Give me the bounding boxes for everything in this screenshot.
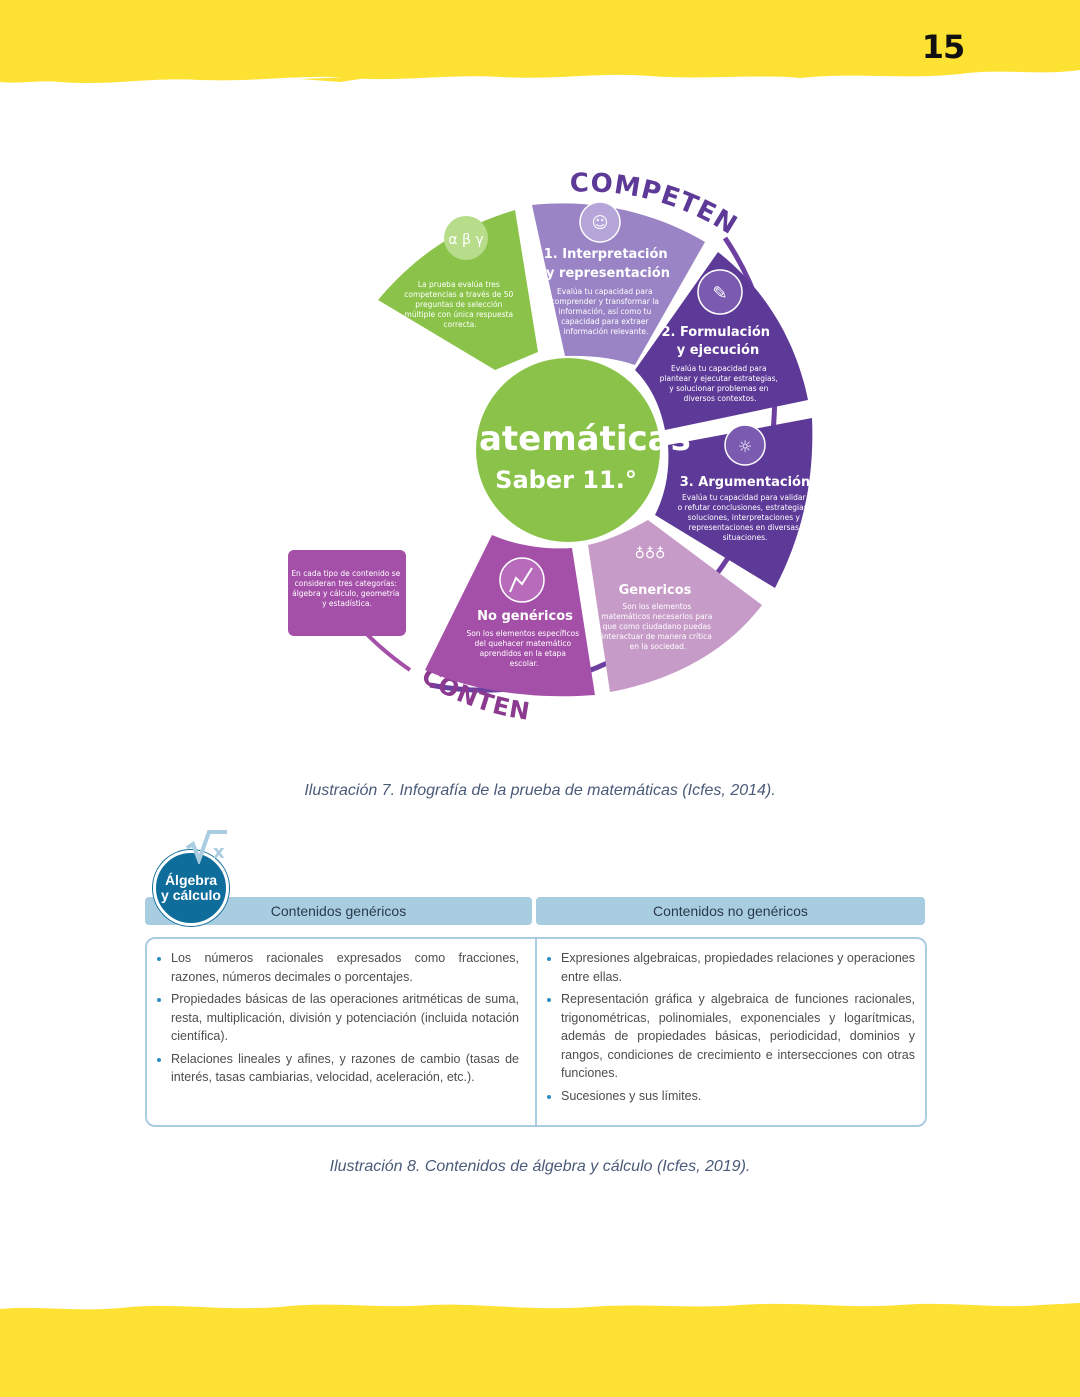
segment-2-icon-circle: [697, 269, 743, 315]
svg-text:x: x: [213, 842, 225, 863]
generic-contents-list: Los números racionales expresados como f…: [157, 949, 519, 1091]
list-item: Expresiones algebraicas, propiedades rel…: [561, 949, 915, 986]
intro-text: La prueba evalúa tres competencias a tra…: [404, 280, 515, 329]
contents-box: Los números racionales expresados como f…: [145, 937, 927, 1127]
segment-genericos: [588, 520, 762, 692]
segment-2-desc: Evalúa tu capacidad para plantear y ejec…: [660, 364, 781, 403]
center-title: Matemáticas: [445, 419, 691, 459]
list-item: Representación gráfica y algebraica de f…: [561, 990, 915, 1083]
person-thought-icon: ☺: [592, 213, 609, 232]
segment-1-title: 1. Interpretación y representación: [544, 247, 672, 281]
segment-5-title: No genéricos: [477, 609, 573, 624]
letters-icon: α β γ: [448, 232, 483, 248]
top-yellow-band: [0, 0, 1080, 84]
segment-4-desc: Son los elementos matemáticos necesarios…: [601, 602, 714, 651]
list-item: Relaciones lineales y afines, y razones …: [171, 1050, 519, 1087]
segment-5-icon-circle: [499, 557, 545, 603]
segment-2-title: 2. Formulación y ejecución: [661, 325, 774, 358]
caption-illustration-8: Ilustración 8. Contenidos de álgebra y c…: [329, 1158, 751, 1175]
apples-icon: ♁♁♁: [635, 546, 666, 562]
pencil-writing-icon: ✎: [712, 283, 727, 304]
segment-5-desc: Son los elementos específicos del quehac…: [466, 629, 581, 668]
segment-3-title: 3. Argumentación: [680, 475, 811, 490]
non-generic-contents-list: Expresiones algebraicas, propiedades rel…: [547, 949, 915, 1109]
intro-segment: [378, 210, 538, 370]
person-ideas-icon: ☼: [738, 437, 752, 456]
segment-1-desc: Evalúa tu capacidad para comprender y tr…: [551, 287, 662, 336]
segment-3-desc: Evalúa tu capacidad para validar o refut…: [678, 493, 813, 542]
segment-no-genericos: [425, 535, 595, 697]
segment-1-icon-circle: [579, 201, 621, 243]
contents-note-text: En cada tipo de contenido se consideran …: [291, 569, 402, 608]
segment-3-icon-circle: [724, 424, 766, 466]
badge-line-2: y cálculo: [161, 887, 221, 903]
caption-illustration-7: Ilustración 7. Infografía de la prueba d…: [304, 782, 776, 799]
segment-4-title: Genericos: [619, 583, 692, 598]
square-root-icon: x: [185, 830, 227, 864]
bottom-yellow-band: [0, 1303, 1080, 1397]
segment-formulacion: [635, 252, 808, 430]
page-number: 15: [921, 28, 966, 66]
center-subtitle: Saber 11.°: [495, 466, 637, 494]
list-item: Los números racionales expresados como f…: [171, 949, 519, 986]
badge-line-1: Álgebra: [164, 872, 218, 888]
center-circle: [476, 358, 660, 542]
algebra-badge: Álgebra y cálculo: [153, 850, 229, 926]
header-contenidos-no-genericos: Contenidos no genéricos: [536, 897, 925, 925]
segment-argumentacion: [655, 418, 813, 588]
graph-chart-icon: [509, 567, 533, 593]
column-divider: [535, 939, 537, 1125]
segment-interpretacion: [532, 203, 705, 365]
contents-note-box: [288, 550, 406, 636]
list-item: Sucesiones y sus límites.: [561, 1087, 915, 1106]
intro-icon-circle: [444, 216, 488, 260]
list-item: Propiedades básicas de las operaciones a…: [171, 990, 519, 1046]
math-infographic: COMPETENCIAS CONTENIDOS α β γ La prueba …: [270, 160, 813, 726]
algebra-calculo-section: x Álgebra y cálculo Contenidos genéricos…: [145, 830, 930, 1130]
